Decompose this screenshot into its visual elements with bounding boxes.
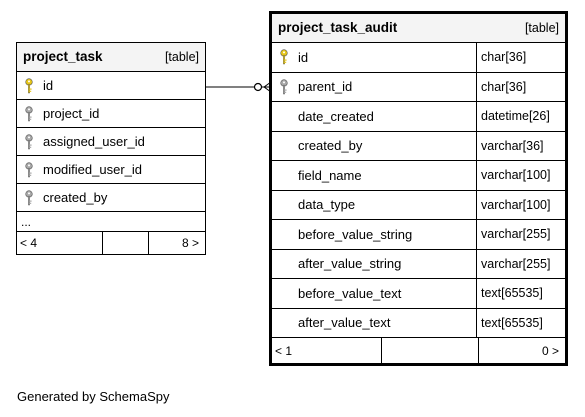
column-row-data-type[interactable]: data_type varchar[100] (272, 190, 565, 220)
crowfoot-upper-icon (263, 81, 272, 88)
generated-by-credit: Generated by SchemaSpy (17, 389, 170, 404)
column-type: text[65535] (476, 279, 565, 308)
column-type: varchar[255] (476, 249, 565, 278)
table-footer: < 1 0 > (272, 338, 565, 363)
primary-key-icon (279, 49, 289, 65)
zero-optional-marker-icon (253, 82, 263, 92)
foreign-key-icon (279, 78, 289, 95)
foreign-key-icon (24, 134, 34, 150)
column-row-assigned-user-id[interactable]: assigned_user_id (17, 128, 205, 156)
table-header: project_task_audit [table] (272, 14, 565, 43)
column-name: assigned_user_id (43, 134, 145, 149)
table-footer: < 4 8 > (17, 232, 205, 254)
column-type: varchar[100] (476, 161, 565, 190)
table-name: project_task_audit (278, 20, 398, 35)
table-name: project_task (23, 49, 103, 64)
column-name: before_value_string (298, 226, 413, 242)
column-name: after_value_text (298, 315, 391, 331)
parents-count: < 4 (17, 232, 103, 254)
column-row-modified-user-id[interactable]: modified_user_id (17, 156, 205, 184)
crowfoot-lower-icon (263, 86, 272, 93)
table-kind: [table] (164, 50, 199, 64)
children-count: 0 > (541, 343, 559, 358)
column-row-before-value-string[interactable]: before_value_string varchar[255] (272, 220, 565, 250)
foreign-key-icon (24, 106, 34, 122)
column-name: id (43, 78, 54, 93)
column-name: created_by (43, 190, 108, 205)
parents-count: < 1 (272, 338, 382, 363)
column-row-before-value-text[interactable]: before_value_text text[65535] (272, 279, 565, 309)
column-row-date-created[interactable]: date_created datetime[26] (272, 102, 565, 132)
column-row-field-name[interactable]: field_name varchar[100] (272, 161, 565, 191)
column-type: datetime[26] (476, 102, 565, 131)
column-row-parent-id[interactable]: parent_id char[36] (272, 72, 565, 102)
column-name: project_id (43, 106, 100, 121)
column-type: char[36] (476, 43, 565, 72)
column-type: varchar[255] (476, 220, 565, 249)
column-name: field_name (298, 167, 362, 183)
foreign-key-icon (24, 162, 34, 178)
column-name: created_by (298, 138, 363, 154)
column-row-created-by[interactable]: created_by (17, 184, 205, 212)
column-type: varchar[36] (476, 131, 565, 160)
column-row-id[interactable]: id char[36] (272, 43, 565, 73)
primary-key-icon (24, 78, 34, 94)
column-row-after-value-string[interactable]: after_value_string varchar[255] (272, 249, 565, 279)
column-name: id (298, 49, 309, 65)
footer-middle (382, 338, 479, 363)
column-name: after_value_string (298, 256, 402, 272)
column-name: data_type (298, 197, 356, 213)
column-row-id[interactable]: id (17, 72, 205, 100)
foreign-key-icon (24, 190, 34, 206)
table-header: project_task [table] (17, 43, 205, 72)
column-row-project-id[interactable]: project_id (17, 100, 205, 128)
children-count: 8 > (181, 236, 199, 250)
column-row-created-by[interactable]: created_by varchar[36] (272, 131, 565, 161)
more-columns-ellipsis: ... (17, 212, 205, 232)
column-name: before_value_text (298, 285, 402, 301)
column-name: date_created (298, 108, 374, 124)
column-type: char[36] (476, 72, 565, 101)
table-kind: [table] (524, 21, 559, 35)
column-name: modified_user_id (43, 162, 143, 177)
column-name: parent_id (298, 79, 353, 95)
column-type: text[65535] (476, 308, 565, 337)
column-type: varchar[100] (476, 190, 565, 219)
ellipsis-text: ... (21, 214, 32, 229)
footer-middle (103, 232, 149, 254)
column-row-after-value-text[interactable]: after_value_text text[65535] (272, 308, 565, 338)
